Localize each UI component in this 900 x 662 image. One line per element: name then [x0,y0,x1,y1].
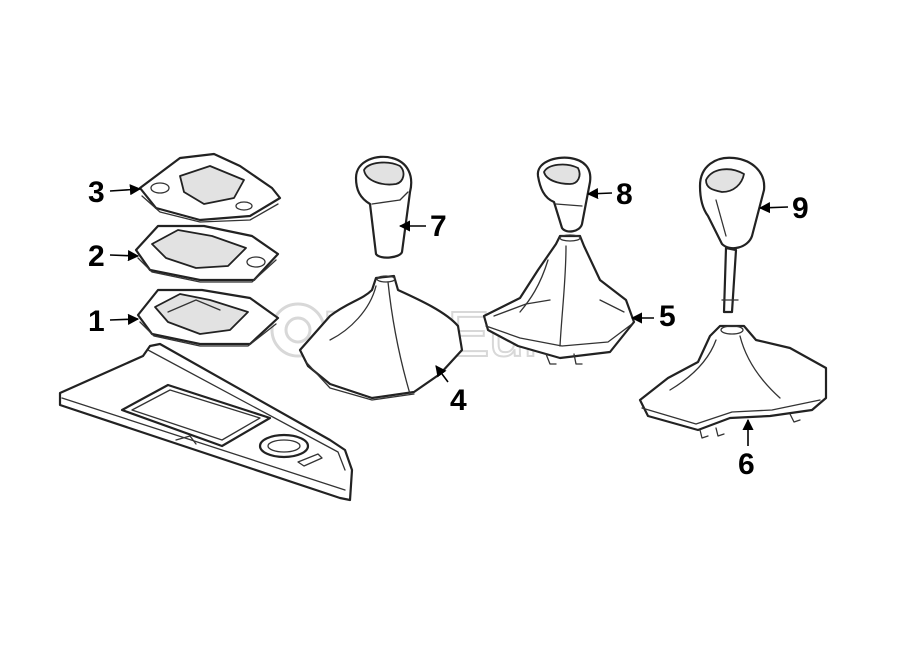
callout-5: 5 [659,300,676,333]
part-4-shift-boot [298,274,464,401]
callout-7: 7 [430,210,447,243]
callout-6: 6 [738,448,755,481]
part-8-shift-knob [536,156,592,233]
part-6-selector-cover [638,324,828,439]
callout-8: 8 [616,178,633,211]
callout-2: 2 [88,240,105,273]
part-3-shift-cover [138,152,282,223]
leader-lines [109,184,789,446]
callout-9: 9 [792,192,809,225]
callout-4: 4 [450,384,467,417]
callout-labels: 3 2 1 4 5 6 7 8 9 [88,176,809,481]
part-9-selector-lever [698,156,766,314]
part-2-shift-bezel [134,224,280,283]
part-7-shift-knob [354,155,413,259]
console-trim-panel [58,342,354,502]
part-5-shift-boot-frame [482,234,636,365]
part-1-shift-bezel [136,288,280,347]
callout-1: 1 [88,305,105,338]
callout-3: 3 [88,176,105,209]
